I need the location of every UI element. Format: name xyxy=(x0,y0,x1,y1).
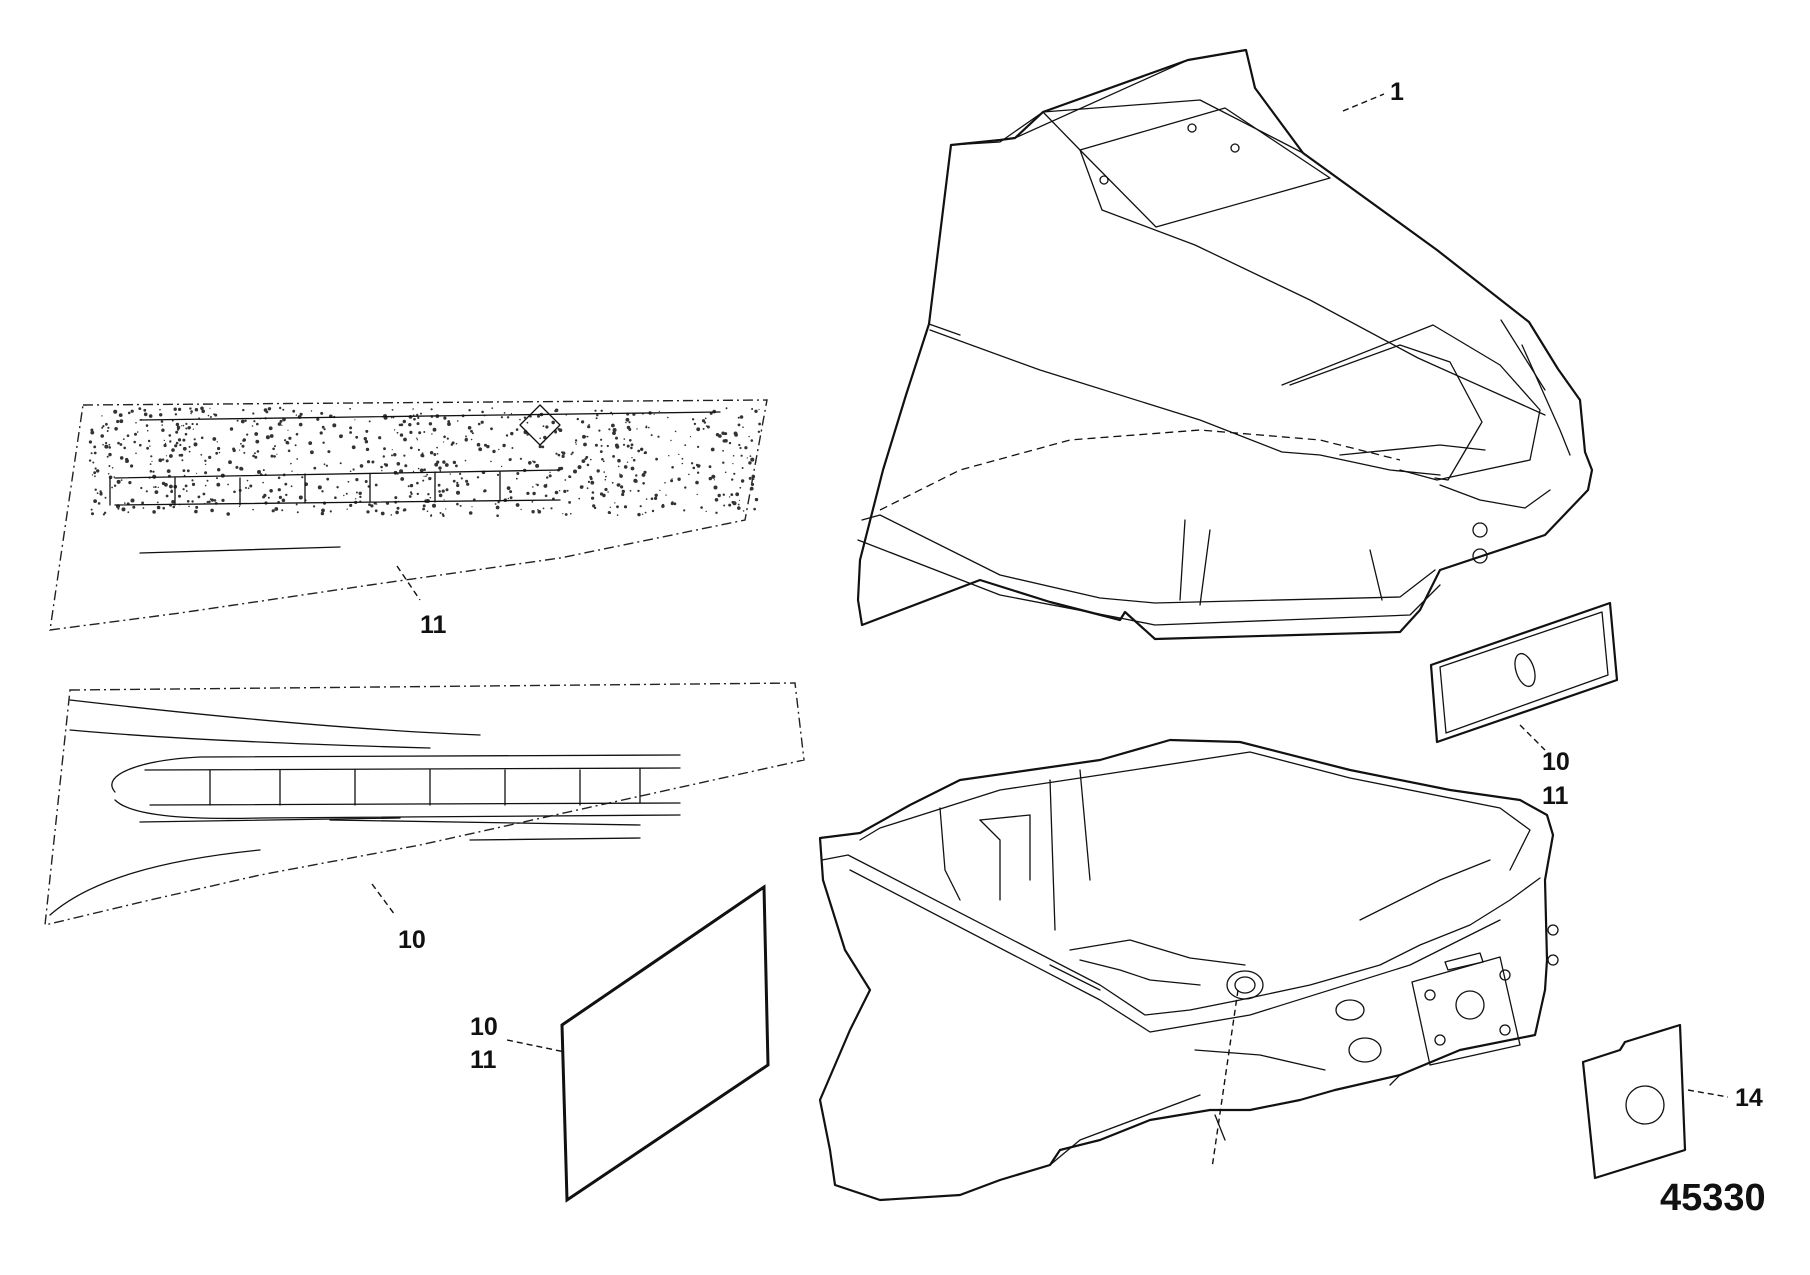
drawing-number: 45330 xyxy=(1660,1177,1766,1219)
callout-rear-plate-11: 11 xyxy=(1542,782,1569,810)
top-cowl xyxy=(856,48,1594,641)
callout-labels: 1 11 10 10 11 10 11 14 xyxy=(398,78,1763,1112)
cover-plate xyxy=(1581,1023,1687,1180)
decal-speckle-texture xyxy=(88,406,761,518)
callout-top-cowl: 1 xyxy=(1390,78,1404,106)
callout-cover-plate: 14 xyxy=(1735,1084,1763,1112)
rear-decal-plate xyxy=(1429,601,1619,744)
bottom-cowl xyxy=(818,738,1559,1202)
decal-plate xyxy=(560,884,770,1203)
callout-rear-plate-10: 10 xyxy=(1542,748,1570,776)
callout-decal-plate-10: 10 xyxy=(470,1013,498,1041)
decal-fishhunt xyxy=(49,399,768,631)
decal-force xyxy=(44,682,805,926)
callout-decal-plate-11: 11 xyxy=(470,1046,497,1074)
callout-decal-fishhunt: 11 xyxy=(420,611,447,639)
leader-lines xyxy=(371,93,1729,1169)
callout-decal-force: 10 xyxy=(398,926,426,954)
